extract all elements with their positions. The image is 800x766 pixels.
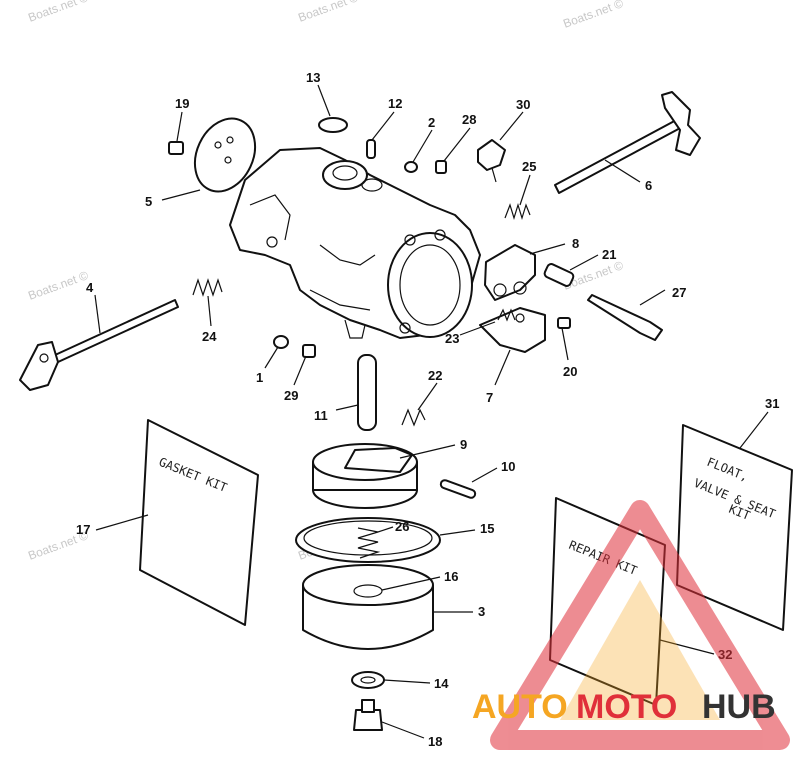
label-24: 24 <box>202 329 217 344</box>
brand-part2: MOTO <box>576 688 677 726</box>
label-16: 16 <box>444 569 458 584</box>
watermark: Boats.net © <box>561 0 625 31</box>
label-30: 30 <box>516 97 530 112</box>
washer-1 <box>273 335 289 349</box>
washer-14 <box>351 671 385 689</box>
watermark: Boats.net © <box>26 268 90 303</box>
plate-5 <box>193 117 257 193</box>
float-9 <box>312 443 418 509</box>
carburetor-body <box>229 147 481 339</box>
screw-19 <box>168 141 184 155</box>
needle-27 <box>587 294 663 341</box>
label-22: 22 <box>428 368 442 383</box>
jet-12 <box>366 139 376 159</box>
label-7: 7 <box>486 390 493 405</box>
label-11: 11 <box>314 408 328 423</box>
label-4: 4 <box>86 280 94 295</box>
cap-plug-13 <box>318 117 348 133</box>
brand-part1: AUTO <box>472 688 568 726</box>
label-15: 15 <box>480 521 494 536</box>
label-26: 26 <box>395 519 409 534</box>
label-9: 9 <box>460 437 467 452</box>
watermark: Boats.net © <box>26 0 90 25</box>
gasket-kit-card: GASKET KIT <box>139 419 259 626</box>
plate-8 <box>484 244 536 301</box>
part-numbers: 13 12 2 28 30 19 5 6 25 8 21 27 4 24 1 2… <box>76 70 779 749</box>
label-19: 19 <box>175 96 189 111</box>
label-14: 14 <box>434 676 449 691</box>
label-23: 23 <box>445 331 459 346</box>
label-5: 5 <box>145 194 152 209</box>
float-bowl-3 <box>302 564 434 650</box>
washer-2 <box>404 161 418 173</box>
tube-11 <box>357 354 377 431</box>
plug-18 <box>353 699 383 731</box>
label-2: 2 <box>428 115 435 130</box>
screw-29 <box>302 344 316 358</box>
label-27: 27 <box>672 285 686 300</box>
spring-24 <box>192 278 223 297</box>
label-13: 13 <box>306 70 320 85</box>
cam-plate-7 <box>479 307 546 353</box>
leader-lines <box>94 84 769 739</box>
automotohub-wordmark: AUTO MOTO HUB <box>472 688 776 726</box>
spring-21 <box>543 263 575 287</box>
label-3: 3 <box>478 604 485 619</box>
label-6: 6 <box>645 178 652 193</box>
shaft-4 <box>19 299 179 391</box>
spring-22 <box>401 408 426 427</box>
label-8: 8 <box>572 236 579 251</box>
pin-10 <box>439 479 477 499</box>
automotohub-logo <box>490 500 790 750</box>
label-25: 25 <box>522 159 536 174</box>
float-valve-seat-kit-card: FLOAT, VALVE & SEAT KIT <box>676 424 793 631</box>
watermark: Boats.net © <box>296 0 360 25</box>
label-31: 31 <box>765 396 779 411</box>
label-12: 12 <box>388 96 402 111</box>
screw-28 <box>435 160 447 174</box>
label-29: 29 <box>284 388 298 403</box>
fitting-30 <box>477 139 506 183</box>
shaft-6 <box>554 91 701 194</box>
brand-part3: HUB <box>702 688 776 726</box>
label-1: 1 <box>256 370 263 385</box>
label-20: 20 <box>563 364 577 379</box>
spring-25 <box>504 202 531 221</box>
label-17: 17 <box>76 522 90 537</box>
spring-23 <box>497 308 516 322</box>
label-21: 21 <box>602 247 616 262</box>
screw-20 <box>557 317 571 329</box>
label-18: 18 <box>428 734 442 749</box>
label-10: 10 <box>501 459 515 474</box>
label-28: 28 <box>462 112 476 127</box>
